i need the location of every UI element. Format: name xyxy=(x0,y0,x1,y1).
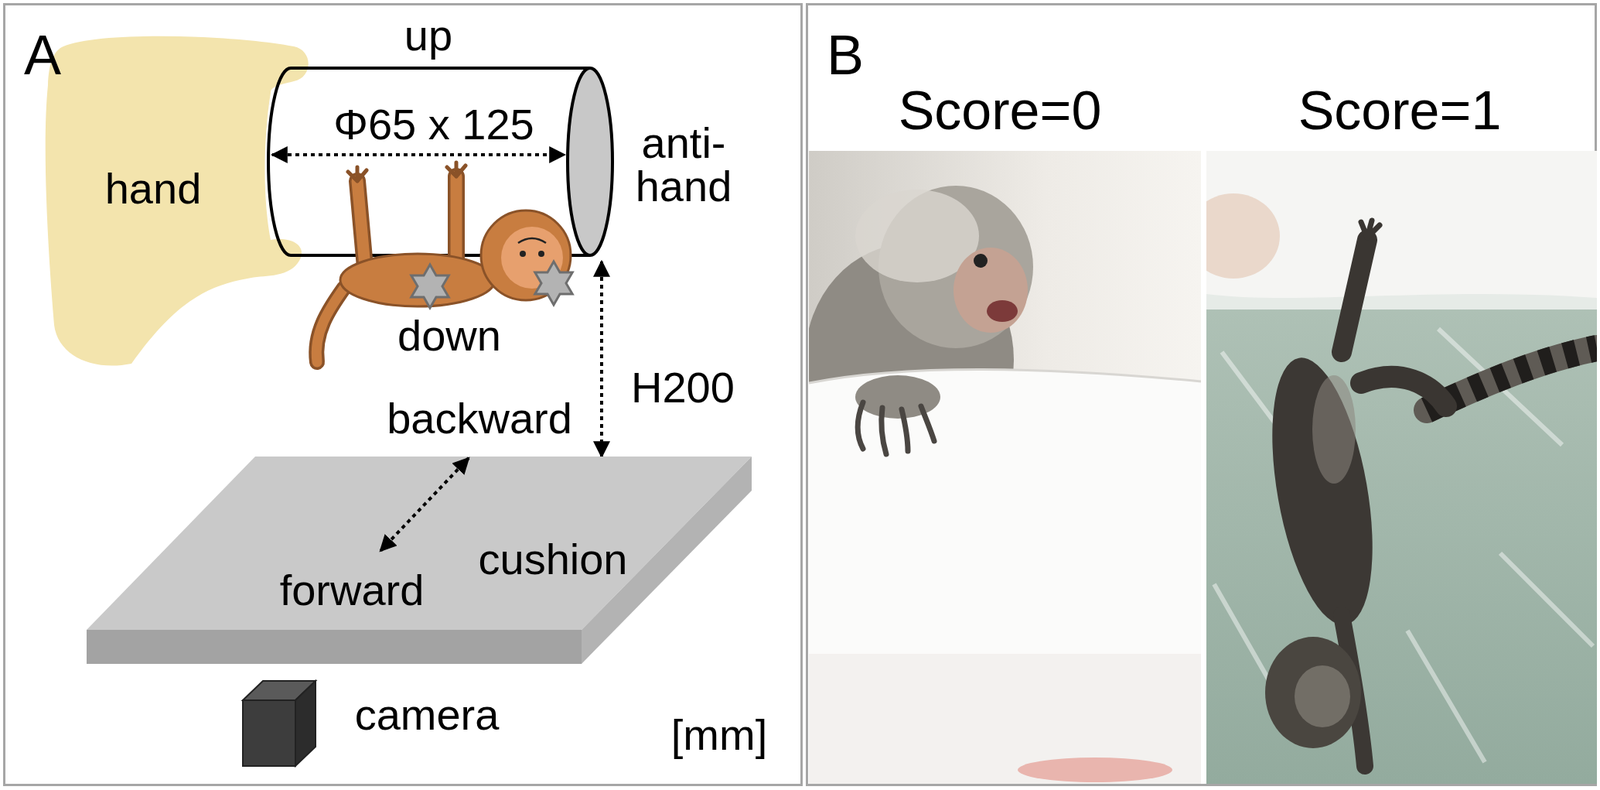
limb xyxy=(357,176,457,267)
marmoset-arm xyxy=(1341,239,1368,352)
panel-letter: A xyxy=(23,24,62,86)
handler-hand xyxy=(1206,193,1280,279)
white-cloth xyxy=(1206,150,1597,298)
cloth-edge xyxy=(1206,293,1597,310)
fingers xyxy=(347,162,466,181)
direction-arrow xyxy=(380,457,469,551)
impact-star xyxy=(411,264,449,308)
hand-shape: hand xyxy=(42,29,318,370)
photo-score-1 xyxy=(1187,150,1597,784)
tube-lines xyxy=(268,68,591,256)
eye xyxy=(519,250,526,257)
tube-end xyxy=(567,68,613,256)
photo-content xyxy=(1206,150,1597,784)
marmoset-head xyxy=(878,185,1034,348)
marmoset-body xyxy=(808,243,1014,476)
camera-icon xyxy=(242,680,316,766)
pink-smudge xyxy=(1017,757,1173,782)
fur-patch xyxy=(1312,375,1356,484)
height-arrow xyxy=(600,261,604,457)
figure-panel: Score=0 Score=1 B xyxy=(805,3,1597,786)
photo-panel: Score=1 xyxy=(1206,77,1596,784)
camera-top xyxy=(242,680,316,700)
impact-star xyxy=(535,261,573,305)
tail xyxy=(316,287,345,362)
brow xyxy=(518,238,546,243)
direction-label: anti-hand xyxy=(629,121,738,209)
limb-outline xyxy=(357,176,457,267)
marmoset-body xyxy=(1254,350,1390,633)
ear-tuft xyxy=(855,189,980,283)
cushion-group xyxy=(86,456,752,664)
marmoset-tail xyxy=(1426,347,1597,410)
dimension-label: Φ65 x 125 xyxy=(333,100,535,149)
photo-background xyxy=(808,150,1201,784)
cushion-top xyxy=(86,456,752,630)
photo-content xyxy=(808,150,1201,784)
camera-front xyxy=(242,699,296,766)
marmoset-leg xyxy=(1361,376,1447,406)
head xyxy=(481,210,571,301)
marmoset-arm xyxy=(1341,614,1365,766)
photo-score-0 xyxy=(805,150,1201,784)
marmoset-face xyxy=(953,247,1028,333)
cushion-outline xyxy=(85,454,754,666)
tube-group xyxy=(268,68,613,256)
score-heading: Score=0 xyxy=(898,81,1102,141)
towel-edge xyxy=(808,368,1201,383)
cushion-slab: cushion xyxy=(85,454,754,666)
marmoset-fingers xyxy=(1361,220,1380,238)
photo-panel: Score=0 xyxy=(808,77,1201,784)
cushion-front xyxy=(86,629,582,664)
direction-label: up xyxy=(404,11,453,60)
part-label: camera xyxy=(354,690,500,739)
part-label: hand xyxy=(105,164,202,213)
score-heading: Score=1 xyxy=(1298,81,1502,141)
torso xyxy=(340,253,495,307)
tail-outline xyxy=(316,287,345,362)
camera-side xyxy=(295,680,316,766)
direction-label: backward xyxy=(386,394,573,443)
marmoset-head xyxy=(1265,636,1362,748)
marmoset-cartoon xyxy=(316,162,573,362)
plastic-shine xyxy=(1214,328,1594,762)
part-label: cushion xyxy=(477,535,628,584)
marmoset-mouth xyxy=(986,300,1018,322)
panel-letter: B xyxy=(826,24,864,86)
marmoset-eye xyxy=(973,253,988,268)
tube-cylinder: Φ65 x 125 xyxy=(266,66,615,258)
dimension-arrow xyxy=(272,153,565,157)
eye xyxy=(538,250,545,257)
towel xyxy=(808,368,1201,784)
fur-patch xyxy=(1294,665,1351,727)
claws xyxy=(857,402,935,454)
direction-label: forward xyxy=(279,566,425,615)
marmoset-arm xyxy=(855,375,941,419)
cushion-surface xyxy=(1206,150,1597,784)
dimension-label: H200 xyxy=(631,363,735,412)
towel-shade xyxy=(808,653,1201,784)
tube-outline xyxy=(266,66,615,258)
unit-label: [mm] xyxy=(671,710,768,759)
direction-label: down xyxy=(397,311,502,360)
face xyxy=(501,226,563,289)
tail-stripes xyxy=(1426,347,1597,410)
